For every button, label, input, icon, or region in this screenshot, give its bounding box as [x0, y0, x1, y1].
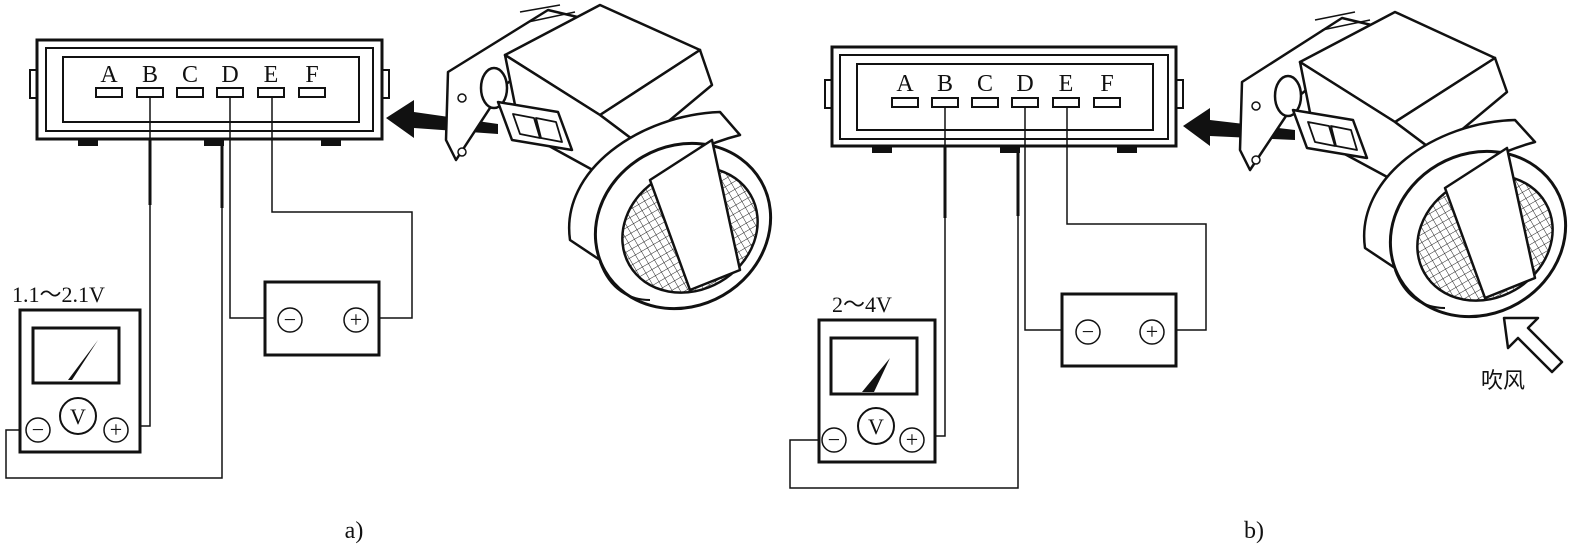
voltmeter-b: V − +	[817, 318, 937, 464]
pin-label: C	[182, 62, 198, 88]
panel-caption: b)	[1244, 518, 1264, 544]
airflow-label: 吹风	[1481, 369, 1525, 394]
meter-reading-label: 2～4V	[832, 292, 892, 317]
meter-needle	[68, 340, 98, 380]
panel-caption: a)	[345, 518, 364, 544]
wire-d-to-meter-minus	[5, 140, 223, 479]
pin-label: C	[977, 71, 993, 97]
pin-label: E	[264, 62, 279, 88]
meter-reading-label: 1.1～2.1V	[12, 282, 105, 307]
meter-plus-terminal: +	[110, 417, 122, 442]
pin-slot-c	[176, 87, 204, 98]
pin-slot-d	[1011, 97, 1039, 108]
battery-minus-terminal: −	[284, 307, 296, 332]
wire-e-to-battery-plus	[1066, 107, 1207, 331]
wire-e-to-battery-plus	[271, 97, 413, 319]
pin-label: F	[305, 62, 318, 88]
pin-slot-b	[931, 97, 959, 108]
wire-d-to-battery-minus	[229, 97, 278, 319]
pin-slot-b	[136, 87, 164, 98]
connector-b	[824, 45, 1184, 153]
pin-slot-e	[257, 87, 285, 98]
pin-label: D	[1016, 71, 1033, 97]
meter-symbol: V	[868, 414, 884, 439]
pin-label: B	[937, 71, 953, 97]
battery-plus-terminal: +	[1146, 319, 1158, 344]
wire-d-to-meter-minus	[789, 147, 1019, 489]
meter-minus-terminal: −	[828, 427, 840, 452]
pin-slot-d	[216, 87, 244, 98]
meter-needle	[862, 358, 890, 392]
pin-slot-c	[971, 97, 999, 108]
pin-label: A	[896, 71, 914, 97]
pin-label: A	[100, 62, 118, 88]
pin-label: F	[1100, 71, 1113, 97]
panel-b: A B C D E F V − + 2～4V	[789, 10, 1568, 544]
pin-slot-f	[1093, 97, 1121, 108]
airflow-arrow-icon	[1502, 316, 1564, 374]
airflow-sensor-a	[444, 3, 773, 311]
battery-a: − +	[263, 280, 381, 357]
pin-row-b: A B C D E F	[891, 71, 1121, 108]
battery-b: − +	[1060, 292, 1178, 368]
battery-plus-terminal: +	[350, 307, 362, 332]
meter-plus-terminal: +	[906, 427, 918, 452]
pin-slot-a	[891, 97, 919, 108]
pin-label: B	[142, 62, 158, 88]
pin-slot-f	[298, 87, 326, 98]
connector-a	[29, 38, 390, 146]
wire-d-to-battery-minus	[1024, 107, 1075, 331]
wiring-b	[789, 107, 1207, 489]
pin-row-a: A B C D E F	[95, 62, 326, 98]
pin-label: E	[1059, 71, 1074, 97]
pin-slot-e	[1052, 97, 1080, 108]
pin-slot-a	[95, 87, 123, 98]
meter-minus-terminal: −	[32, 417, 44, 442]
voltmeter-a: V − +	[18, 308, 142, 454]
battery-minus-terminal: −	[1082, 319, 1094, 344]
pin-label: D	[221, 62, 238, 88]
panel-a: A B C D E F V − + 1.1～2.1V	[5, 3, 773, 544]
meter-symbol: V	[70, 404, 86, 429]
airflow-sensor-b	[1238, 10, 1568, 319]
